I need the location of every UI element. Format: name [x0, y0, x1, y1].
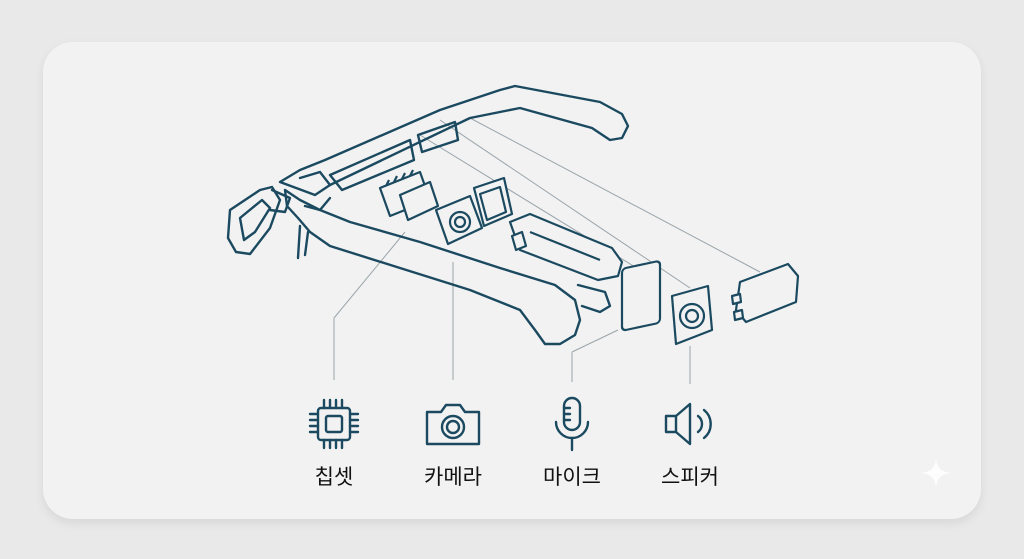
feature-chipset: 칩셋: [274, 392, 394, 491]
diagram-card: [43, 42, 981, 519]
components: [378, 169, 800, 346]
feature-camera: 카메라: [393, 392, 513, 491]
microphone-icon: [554, 396, 590, 452]
speaker-icon: [664, 402, 712, 446]
sensor-part: [472, 176, 514, 228]
feature-label: 마이크: [543, 465, 601, 489]
camera-part: [434, 194, 484, 246]
end-cap-part: [730, 262, 800, 324]
sparkle-icon: [921, 458, 951, 488]
feature-label: 카메라: [424, 465, 482, 489]
feature-label: 칩셋: [314, 465, 354, 489]
feature-label: 스피커: [661, 465, 719, 489]
feature-microphone: 마이크: [512, 392, 632, 491]
microphone-part: [620, 260, 662, 332]
camera-icon: [425, 403, 481, 446]
chip-icon: [308, 398, 360, 450]
chipset-part: [378, 169, 440, 222]
battery-part: [508, 212, 624, 282]
glasses-frame: [226, 84, 630, 346]
feature-speaker: 스피커: [630, 392, 750, 491]
speaker-part: [670, 284, 714, 346]
